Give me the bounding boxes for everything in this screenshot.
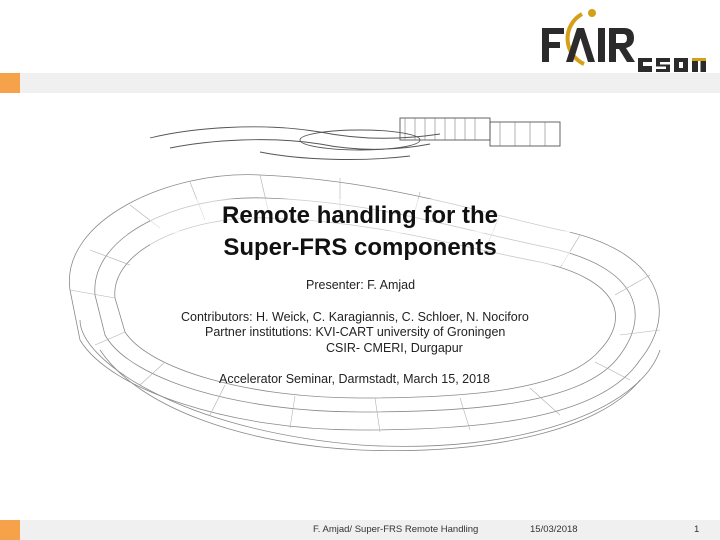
footer-date: 15/03/2018 — [530, 524, 578, 535]
partners-line-1: Partner institutions: KVI-CART universit… — [205, 325, 506, 339]
accelerator-ring-drawing — [69, 117, 661, 451]
footer-author-title: F. Amjad/ Super-FRS Remote Handling — [313, 524, 479, 535]
header-accent-bar — [0, 73, 20, 93]
presenter-line: Presenter: F. Amjad — [306, 278, 416, 292]
contributors-line: Contributors: H. Weick, C. Karagiannis, … — [181, 310, 529, 324]
slide-title-line-2: Super-FRS components — [150, 231, 570, 265]
slide-title-line-1: Remote handling for the — [150, 199, 570, 233]
footer-band — [20, 520, 720, 540]
event-line: Accelerator Seminar, Darmstadt, March 15… — [219, 372, 490, 386]
header-band — [20, 73, 720, 93]
fair-gsi-logo — [542, 9, 706, 72]
footer-page-number: 1 — [694, 524, 700, 535]
footer-accent-bar — [0, 520, 20, 540]
partners-line-2: CSIR- CMERI, Durgapur — [326, 341, 463, 355]
